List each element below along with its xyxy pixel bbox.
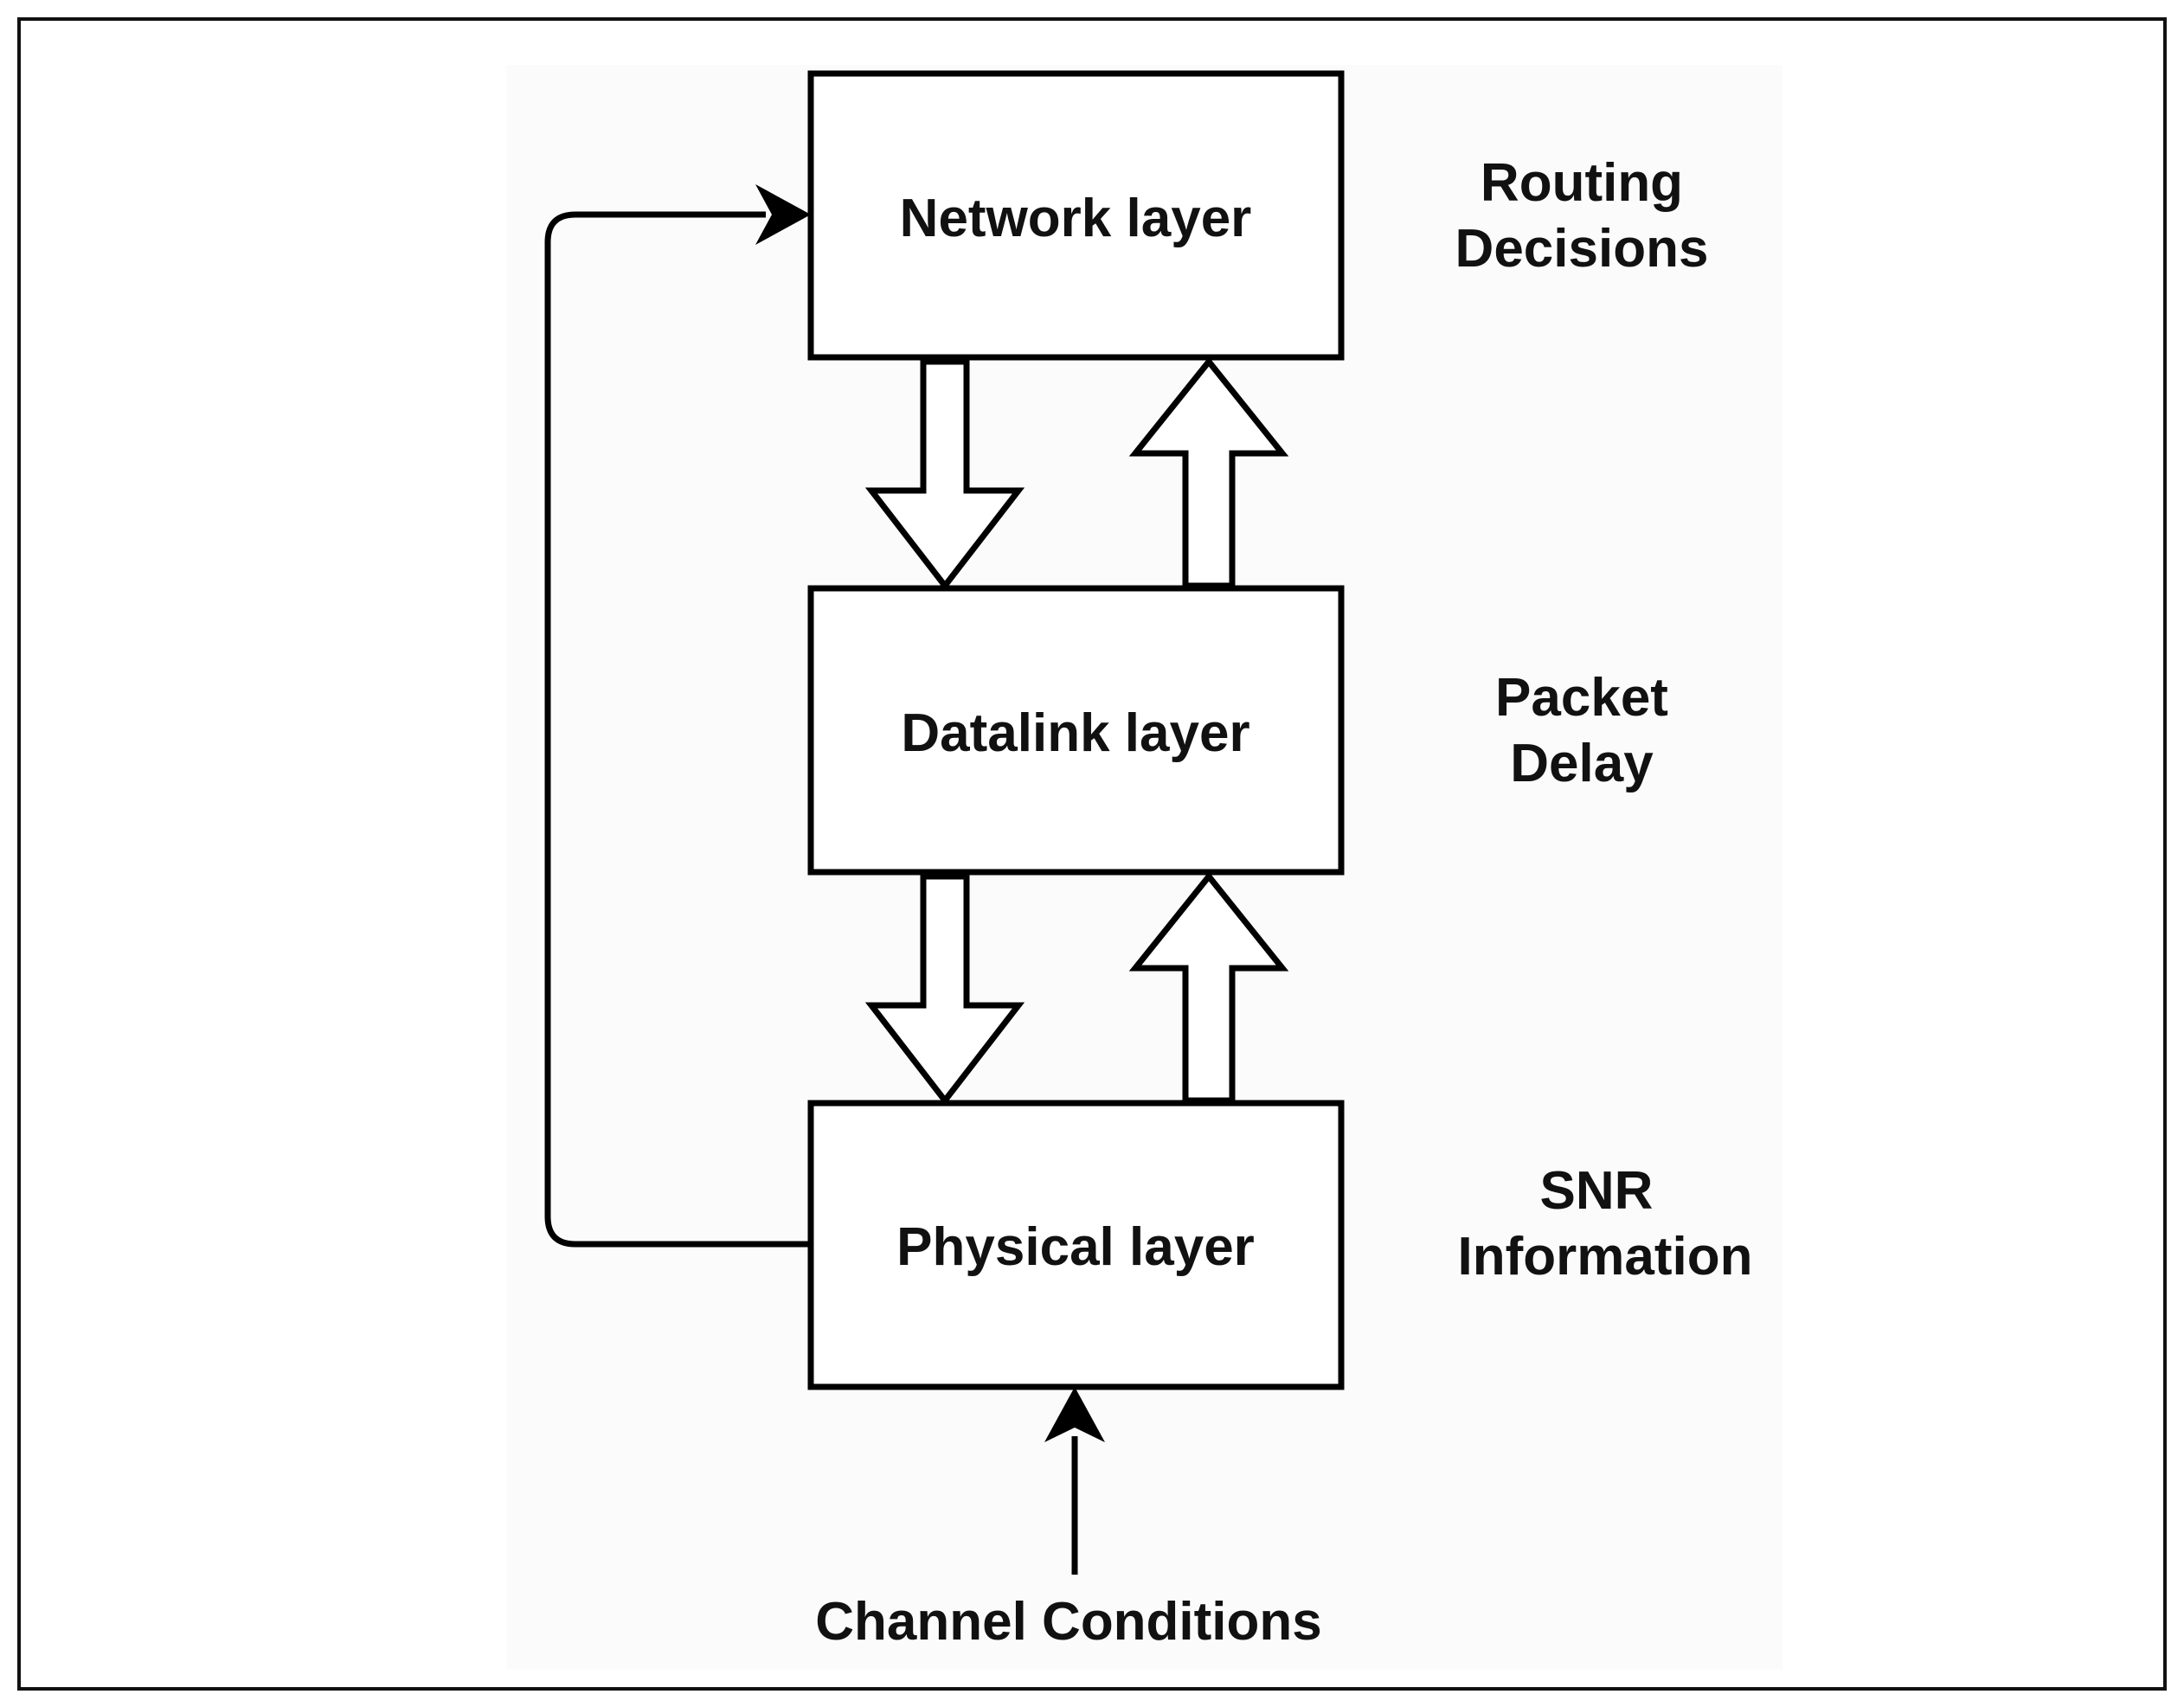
side-label-line: SNR <box>1540 1161 1654 1221</box>
side-label-line: Packet <box>1495 668 1668 728</box>
feedback-arrow-physical-to-network <box>544 211 811 1248</box>
channel-conditions-label: Channel Conditions <box>815 1592 1322 1652</box>
down-arrow-datalink-to-physical <box>864 873 1025 1106</box>
physical-layer-label: Physical layer <box>896 1217 1255 1277</box>
network-layer-label: Network layer <box>900 189 1252 248</box>
side-label-line: Delay <box>1510 734 1654 793</box>
datalink-layer-box: Datalink layer <box>807 585 1345 876</box>
snr-information-label: SNR Information <box>1458 1161 1753 1287</box>
side-label-line: Decisions <box>1455 219 1709 279</box>
datalink-layer-label: Datalink layer <box>901 703 1249 763</box>
feedback-arrowhead-icon <box>755 184 811 245</box>
physical-layer-box: Physical layer <box>807 1100 1345 1390</box>
channel-arrowhead-icon <box>1044 1387 1105 1442</box>
datalink-layer-rect <box>807 585 1345 876</box>
side-label-line: Routing <box>1481 153 1683 213</box>
side-label-line: Information <box>1458 1227 1753 1287</box>
routing-decisions-label: Routing Decisions <box>1455 153 1709 279</box>
network-layer-box: Network layer <box>807 70 1345 361</box>
packet-delay-label: Packet Delay <box>1495 668 1668 793</box>
physical-layer-rect <box>807 1100 1345 1390</box>
down-arrow-network-to-datalink <box>864 358 1025 591</box>
network-layer-rect <box>807 70 1345 361</box>
